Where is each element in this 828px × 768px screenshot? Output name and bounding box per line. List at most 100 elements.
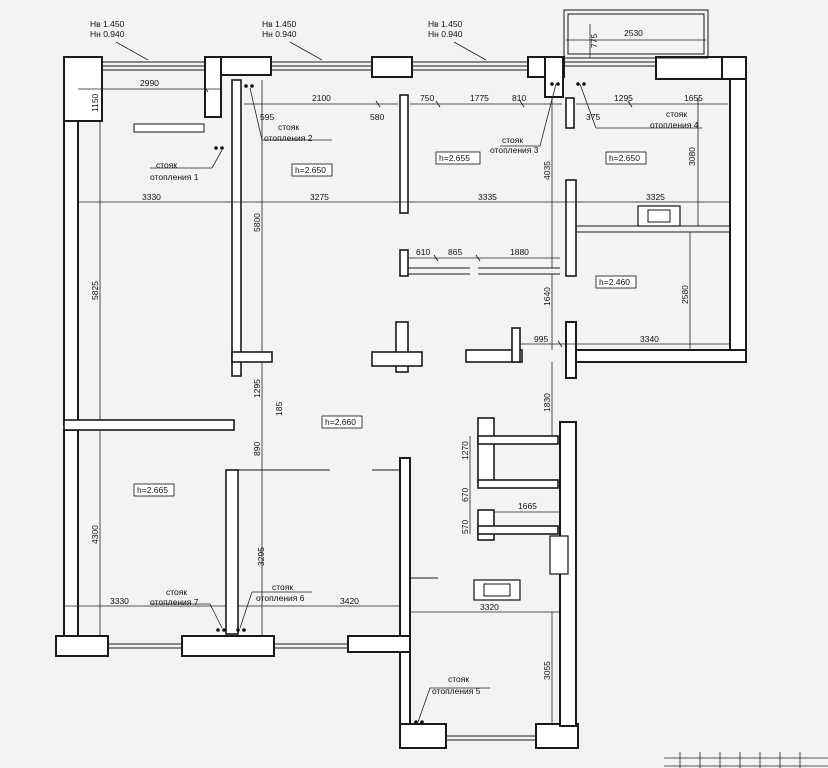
- dimension-lines: [64, 24, 730, 724]
- dim-1830: 1830: [542, 393, 552, 412]
- riser-2-line1: стояк: [278, 122, 299, 132]
- riser-6-line1: стояк: [272, 582, 293, 592]
- window-mark-2-bottom: Нн 0.940: [262, 29, 297, 39]
- wall-int-65: [399, 457, 411, 749]
- riser-5-line2: отопления 5: [432, 686, 481, 696]
- dim-775: 775: [589, 34, 599, 48]
- dim-3055: 3055: [542, 661, 552, 680]
- riser-5-line1: стояк: [448, 674, 469, 684]
- dim-670: 670: [460, 488, 470, 502]
- riser-4-line1: стояк: [666, 109, 687, 119]
- dim-1295a: 1295: [614, 93, 633, 103]
- room-height-7: h=2.665: [137, 485, 168, 495]
- dim-4035: 4035: [542, 161, 552, 180]
- dim-1640: 1640: [542, 287, 552, 306]
- wall-right: [729, 56, 747, 362]
- dimension-texts: 2530 2990 2100 595 580 750 1775 810 1295…: [110, 28, 703, 612]
- dim-610: 610: [416, 247, 430, 257]
- riser-markers: [214, 82, 586, 724]
- balcony-outline: [563, 9, 709, 59]
- wall-bottom-4: [399, 723, 447, 749]
- dim-3080: 3080: [687, 147, 697, 166]
- riser-labels: стояк отопления 1 стояк отопления 2 стоя…: [150, 109, 699, 696]
- dim-1880: 1880: [510, 247, 529, 257]
- dim-3275: 3275: [310, 192, 329, 202]
- wall-int-3b: [565, 179, 577, 277]
- wall-corr-stub: [511, 327, 521, 363]
- dim-580: 580: [370, 112, 384, 122]
- window-mark-1-bottom: Нн 0.940: [90, 29, 125, 39]
- riser-7-line1: стояк: [166, 587, 187, 597]
- wall-int-3: [565, 97, 575, 129]
- title-block-grid: [664, 752, 828, 768]
- wall-bottom-5: [535, 723, 579, 749]
- room-height-3: h=2.655: [439, 153, 470, 163]
- dim-5800: 5800: [252, 213, 262, 232]
- dim-3330b: 3330: [110, 596, 129, 606]
- wall-pier-top-2: [371, 56, 413, 78]
- dim-865: 865: [448, 247, 462, 257]
- wall-bottom-1: [55, 635, 109, 657]
- leader-lines: [115, 41, 702, 723]
- balcony-inner: [567, 13, 705, 55]
- wall-right-cap: [721, 56, 747, 80]
- wall-int-1-foot: [231, 351, 273, 363]
- dim-2990: 2990: [140, 78, 159, 88]
- wall-pier-top-3b: [544, 56, 564, 98]
- window-mark-3-top: Нв 1.450: [428, 19, 463, 29]
- dim-1150: 1150: [90, 93, 100, 112]
- dim-595: 595: [260, 112, 274, 122]
- wall-pier-top-1b: [220, 56, 272, 76]
- wall-int-76: [225, 469, 239, 635]
- riser-6-line2: отопления 6: [256, 593, 305, 603]
- windows: [102, 9, 709, 741]
- dim-750: 750: [420, 93, 434, 103]
- wall-pier-top-1: [204, 56, 222, 118]
- wall-left-lower: [63, 429, 79, 657]
- wall-bath-3b: [477, 525, 559, 535]
- wall-mid-left: [63, 419, 235, 431]
- dim-3320: 3320: [480, 602, 499, 612]
- room-height-balcony: h=2.460: [599, 277, 630, 287]
- dim-3325: 3325: [646, 192, 665, 202]
- bath-fixture: [549, 535, 569, 575]
- room-height-hall: h=2.660: [325, 417, 356, 427]
- dim-4300: 4300: [90, 525, 100, 544]
- wall-bath-1b: [477, 435, 559, 445]
- window-mark-2-top: Нв 1.450: [262, 19, 297, 29]
- wall-bottom-3: [347, 635, 411, 653]
- dim-890: 890: [252, 442, 262, 456]
- wall-int-1: [231, 79, 242, 377]
- wall-right-bottom: [565, 349, 747, 363]
- wall-corr-top: [465, 349, 523, 363]
- dim-2530: 2530: [624, 28, 643, 38]
- room-heights: h=2.650 h=2.655 h=2.650 h=2.460 h=2.660 …: [133, 151, 647, 497]
- dim-810: 810: [512, 93, 526, 103]
- dim-570: 570: [460, 520, 470, 534]
- riser-1-line1: стояк: [156, 160, 177, 170]
- dim-3340: 3340: [640, 334, 659, 344]
- dim-1655: 1655: [684, 93, 703, 103]
- riser-3-line2: отопления 3: [490, 145, 539, 155]
- wall-bottom-2: [181, 635, 275, 657]
- dim-375: 375: [586, 112, 600, 122]
- dim-2100: 2100: [312, 93, 331, 103]
- wall-pier-top-4: [655, 56, 723, 80]
- wall-int-2d: [371, 351, 423, 367]
- dim-1775: 1775: [470, 93, 489, 103]
- dim-1295b: 1295: [252, 379, 262, 398]
- window-marks: Нв 1.450 Нн 0.940 Нв 1.450 Нн 0.940 Нв 1…: [90, 19, 463, 39]
- dim-3295: 3295: [256, 547, 266, 566]
- dim-3330a: 3330: [142, 192, 161, 202]
- wall-int-2b: [399, 249, 409, 277]
- walls: [55, 56, 747, 749]
- riser-7-line2: отопления 7: [150, 597, 199, 607]
- riser-4-line2: отопления 4: [650, 120, 699, 130]
- riser-3-line1: стояк: [502, 135, 523, 145]
- wall-bath-1: [477, 417, 495, 483]
- window-mark-3-bottom: Нн 0.940: [428, 29, 463, 39]
- dim-3335: 3335: [478, 192, 497, 202]
- dim-1270: 1270: [460, 441, 470, 460]
- shelf-fixture: [133, 123, 205, 133]
